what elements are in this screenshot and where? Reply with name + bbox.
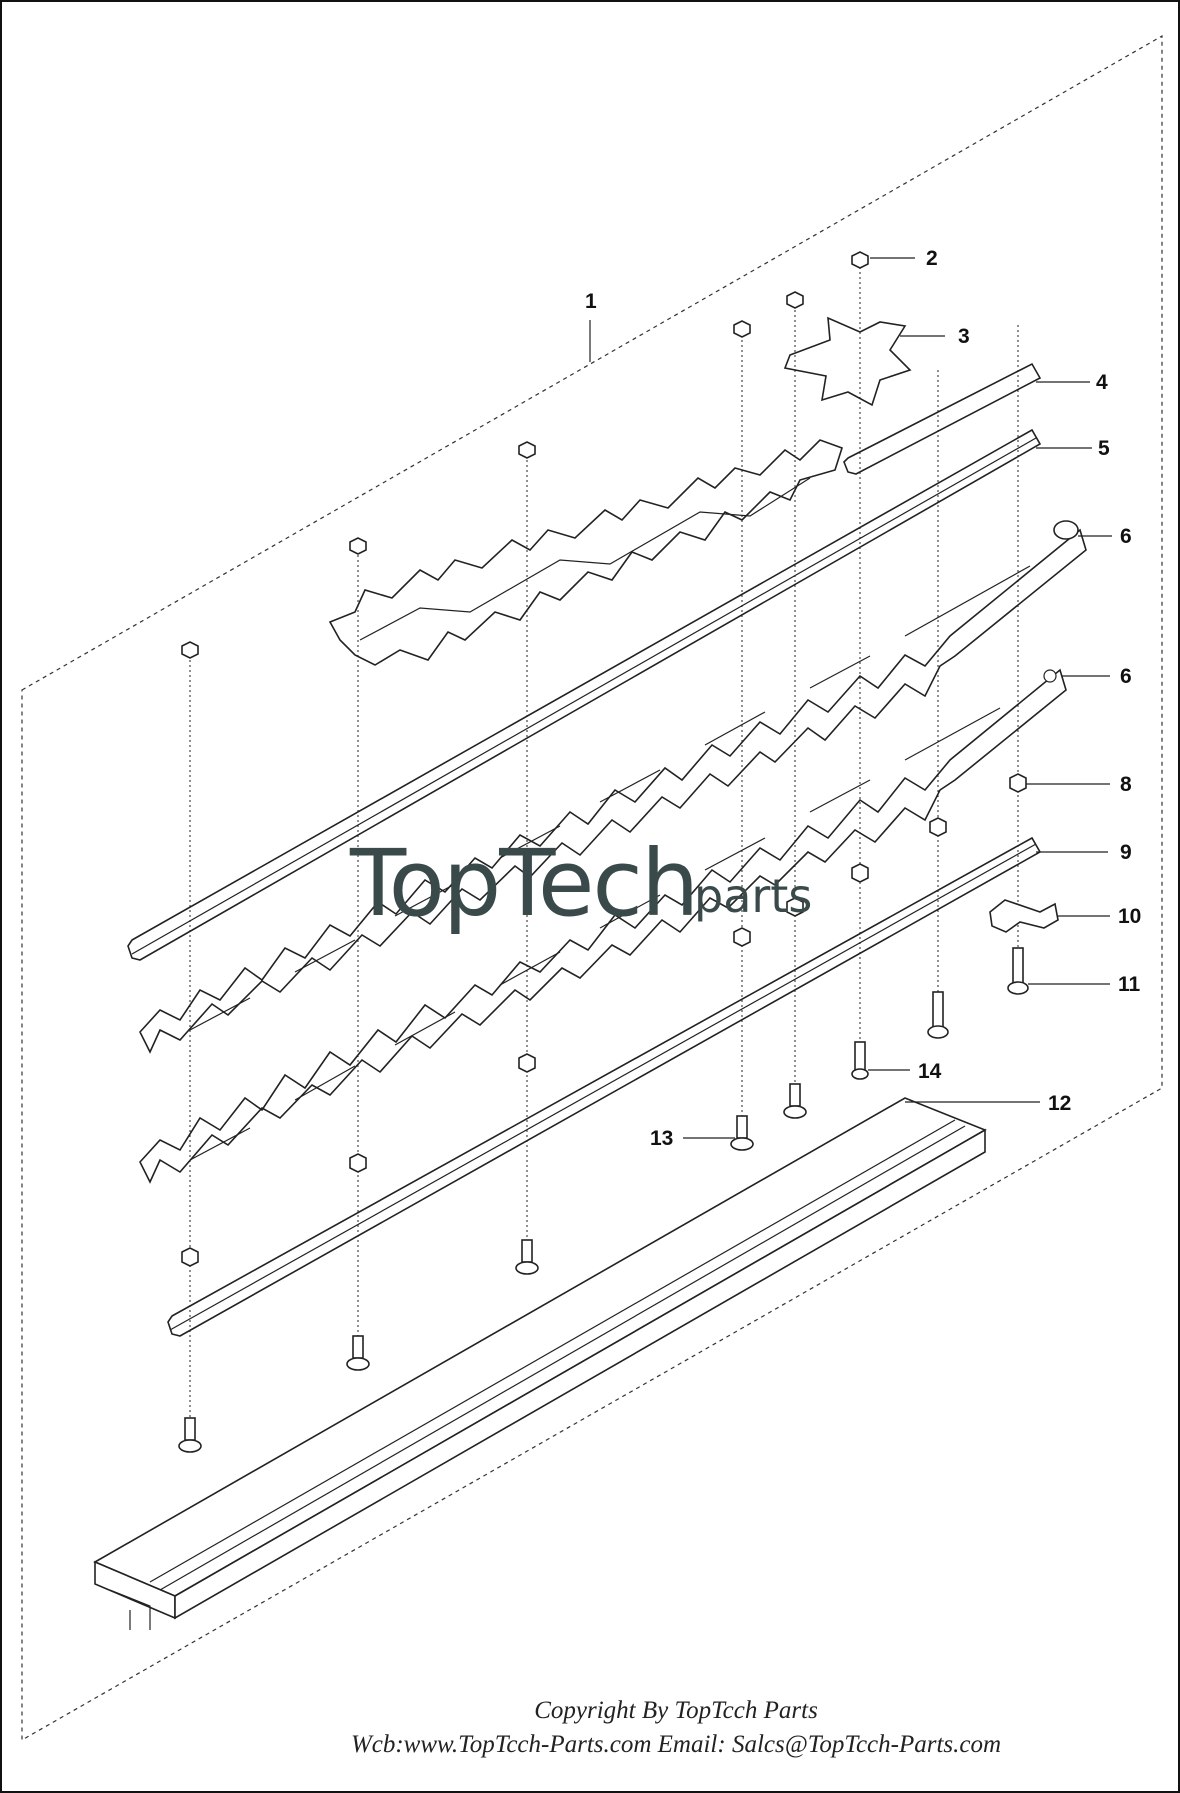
callout-10: 10	[1118, 905, 1141, 928]
part-short-plate	[843, 362, 1042, 475]
watermark-sub: parts	[694, 869, 812, 923]
part-bolts	[178, 947, 1029, 1453]
callout-8: 8	[1120, 773, 1132, 796]
part-blade-upper	[139, 520, 1087, 1054]
part-blade-lower	[139, 668, 1067, 1184]
part-lower-plate	[167, 836, 1042, 1337]
part-clip	[989, 899, 1059, 933]
part-top-guide	[328, 439, 843, 666]
callout-4: 4	[1096, 371, 1108, 394]
callout-6-upper: 6	[1120, 525, 1132, 548]
assembly-axes	[189, 262, 1019, 1450]
callout-1: 1	[585, 290, 597, 313]
watermark-main: TopTech	[349, 830, 697, 937]
part-nuts-mid	[181, 773, 1027, 1267]
callout-11: 11	[1118, 973, 1141, 996]
callout-12: 12	[1048, 1092, 1071, 1115]
callout-labels: 1 2 3 4 5 6 6 8 9 10 11 12 13 14	[585, 247, 1141, 1150]
callout-14: 14	[918, 1060, 942, 1083]
part-guard-rail	[93, 1097, 987, 1630]
callout-3: 3	[958, 325, 970, 348]
callout-2: 2	[926, 247, 938, 270]
copyright-line: Copyright By TopTcch Parts	[534, 1697, 818, 1724]
callout-13: 13	[650, 1127, 673, 1150]
leader-lines	[589, 257, 1112, 1139]
contact-line: Wcb:www.TopTcch-Parts.com Email: Salcs@T…	[351, 1731, 1001, 1758]
callout-9: 9	[1120, 841, 1132, 864]
part-upper-plate	[127, 428, 1042, 961]
callout-6-lower: 6	[1120, 665, 1132, 688]
watermark: TopTech parts	[349, 830, 812, 937]
exploded-parts	[93, 251, 1087, 1630]
part-cross-guide	[783, 316, 912, 407]
callout-5: 5	[1098, 437, 1110, 460]
part-nuts-top	[181, 251, 869, 659]
